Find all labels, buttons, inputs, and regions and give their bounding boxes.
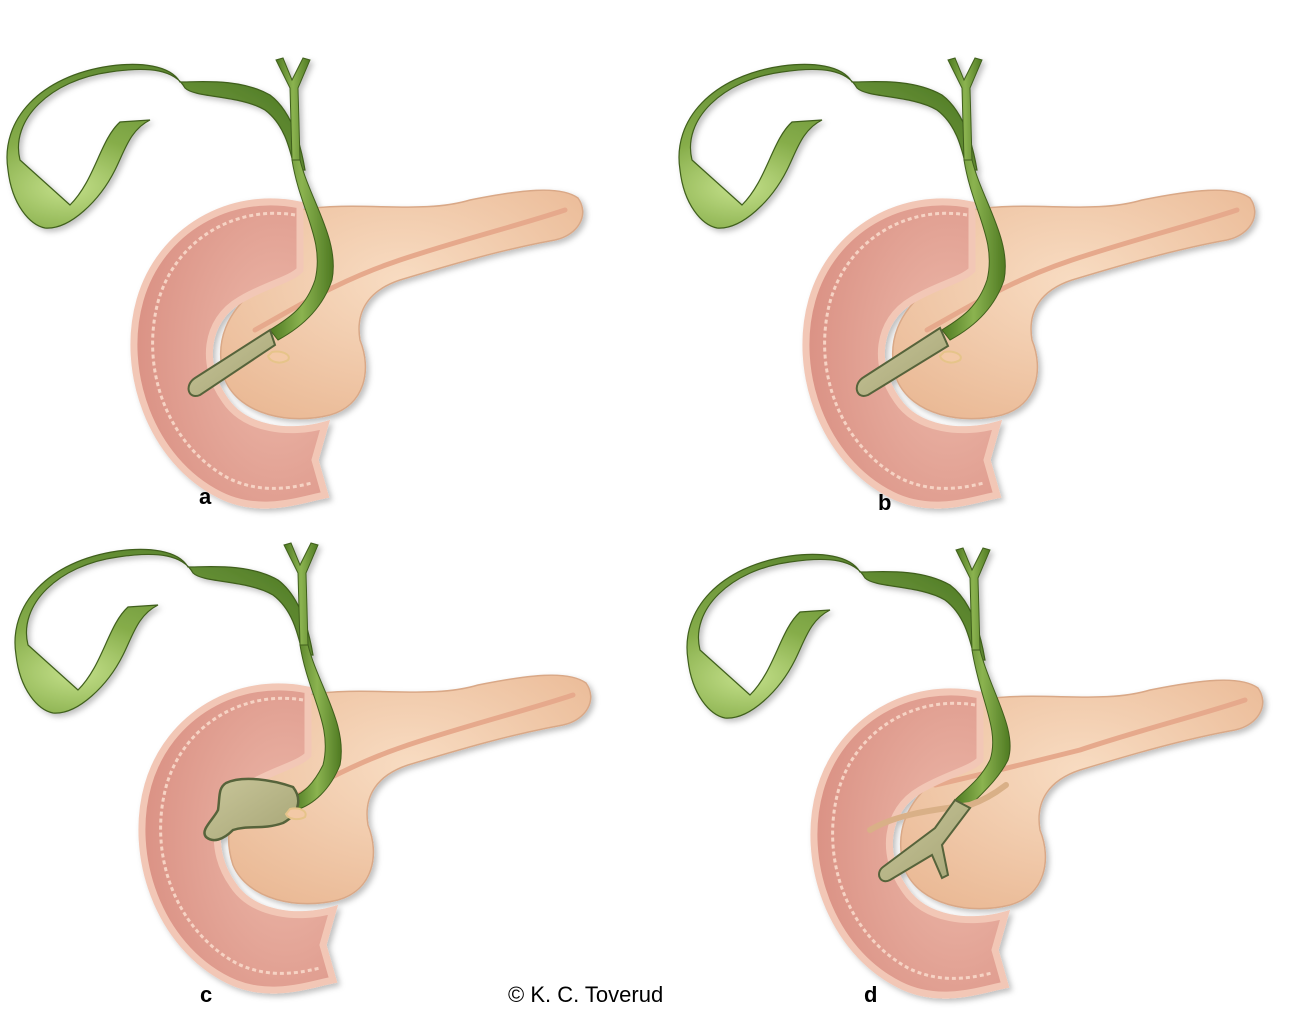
duodenum	[810, 688, 1011, 999]
panel-label-d: d	[864, 982, 878, 1007]
pancreatic-duct	[924, 207, 1240, 333]
panel-c: c	[8, 525, 648, 1025]
gallbladder	[678, 63, 978, 229]
anatomy-illustration-c	[14, 542, 592, 994]
saccular-cyst	[203, 777, 300, 842]
copyright-credit: © K. C. Toverud	[508, 982, 664, 1007]
duodenum	[802, 198, 1003, 509]
anatomy-illustration-b	[678, 57, 1256, 509]
common-bile-duct	[941, 159, 1006, 341]
gallbladder	[14, 548, 314, 714]
pancreatic-duct	[252, 207, 568, 333]
panel-a: a	[0, 40, 640, 540]
duodenum	[130, 198, 331, 509]
gallbladder	[6, 63, 306, 229]
dilated-duct-segment	[187, 328, 277, 397]
panel-label-a: a	[199, 484, 212, 509]
hepatic-duct	[275, 57, 311, 161]
panel-label-b: b	[878, 490, 892, 515]
anatomy-illustration-a	[6, 57, 584, 509]
panel-b: b	[672, 40, 1299, 540]
hepatic-duct	[947, 57, 983, 161]
pancreas	[900, 679, 1264, 910]
branched-duct-segment	[878, 798, 972, 883]
dilated-duct-segment	[855, 326, 950, 397]
pancreas	[220, 189, 584, 420]
pancreatic-duct	[932, 697, 1248, 788]
gallbladder	[686, 553, 986, 719]
pancreas	[892, 189, 1256, 420]
anatomy-illustration-d	[686, 547, 1264, 999]
panel-d: d	[680, 530, 1299, 1030]
common-bile-duct	[269, 159, 334, 341]
hepatic-duct	[283, 542, 319, 646]
hepatic-duct	[955, 547, 991, 651]
panel-label-c: c	[200, 982, 213, 1007]
